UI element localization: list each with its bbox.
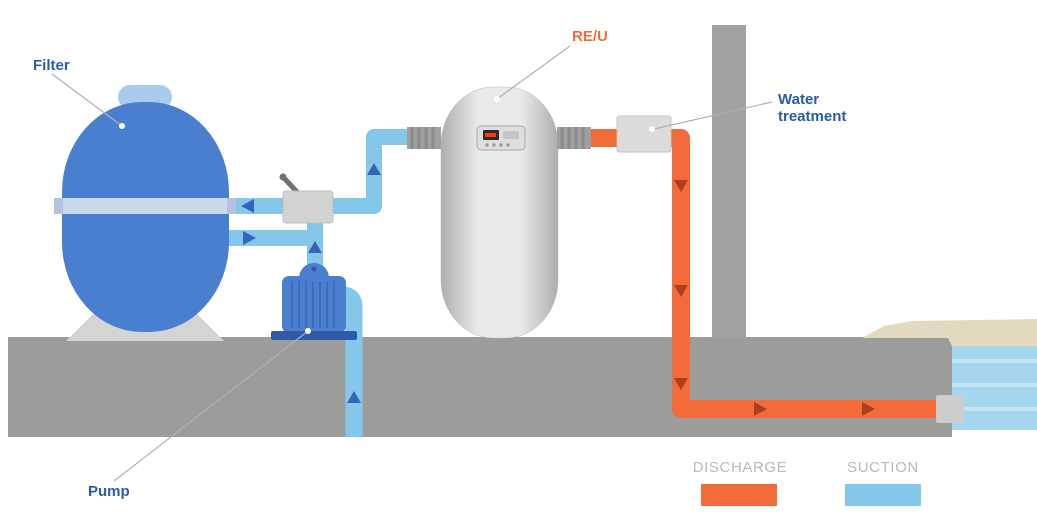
coupling-ribs-right	[560, 127, 585, 149]
filter-leader-dot	[119, 123, 125, 129]
clamp-bolt-right	[227, 198, 236, 214]
water-treatment-leader-dot	[649, 126, 655, 132]
filter-label: Filter	[33, 57, 70, 74]
valve-body	[282, 190, 334, 224]
suction-arrow-up	[308, 241, 322, 253]
suction-arrow-up	[347, 391, 361, 403]
suction-arrow-right	[243, 231, 256, 245]
reu-label: RE/U	[572, 28, 608, 45]
pump-dome-cap	[311, 266, 317, 272]
pool-sand	[862, 319, 1037, 346]
water-treatment-box	[616, 115, 672, 153]
leader-line-reu	[496, 45, 571, 100]
discharge-arrow-down	[674, 285, 688, 297]
pool-water-stripe	[952, 383, 1037, 387]
ground	[8, 337, 952, 437]
heater-body	[440, 86, 559, 339]
clamp-bolt-left	[54, 198, 63, 214]
legend-discharge-swatch	[701, 484, 777, 506]
leader-line-pump	[113, 330, 309, 482]
legend-suction-label: SUCTION	[847, 459, 919, 476]
legend-discharge-label: DISCHARGE	[692, 459, 788, 476]
discharge-arrow-down	[674, 378, 688, 390]
pool-water-stripe	[952, 359, 1037, 363]
wall-pillar	[712, 25, 746, 338]
heater-display-segment	[485, 133, 496, 137]
water-treatment-label: Water treatment	[778, 91, 847, 125]
heater-buttons	[485, 143, 510, 147]
coupling-ribs-left	[410, 127, 435, 149]
reu-leader-dot	[494, 96, 500, 102]
filter-tank	[62, 102, 229, 332]
discharge-arrow-right	[754, 402, 767, 416]
heater-button	[485, 143, 489, 147]
valve-handle-knob	[279, 173, 287, 181]
pump-label: Pump	[88, 483, 130, 500]
pool-water	[952, 345, 1037, 430]
discharge-arrow-right	[862, 402, 875, 416]
pool-water-stripe	[952, 407, 1037, 411]
pump-base-plate	[271, 331, 357, 340]
pump-leader-dot	[305, 328, 311, 334]
filter-clamp-band	[54, 198, 236, 214]
leader-line-filter	[51, 73, 123, 127]
heater-button	[492, 143, 496, 147]
heater-button-pad	[503, 131, 519, 139]
pool-outlet-nozzle	[936, 395, 964, 423]
heater-button	[499, 143, 503, 147]
suction-arrow-left	[241, 199, 254, 213]
suction-arrow-up	[367, 163, 381, 175]
heater-button	[506, 143, 510, 147]
discharge-arrow-down	[674, 180, 688, 192]
leader-line-water-treatment	[653, 101, 773, 130]
legend-suction-swatch	[845, 484, 921, 506]
pump-ridges	[291, 281, 335, 328]
